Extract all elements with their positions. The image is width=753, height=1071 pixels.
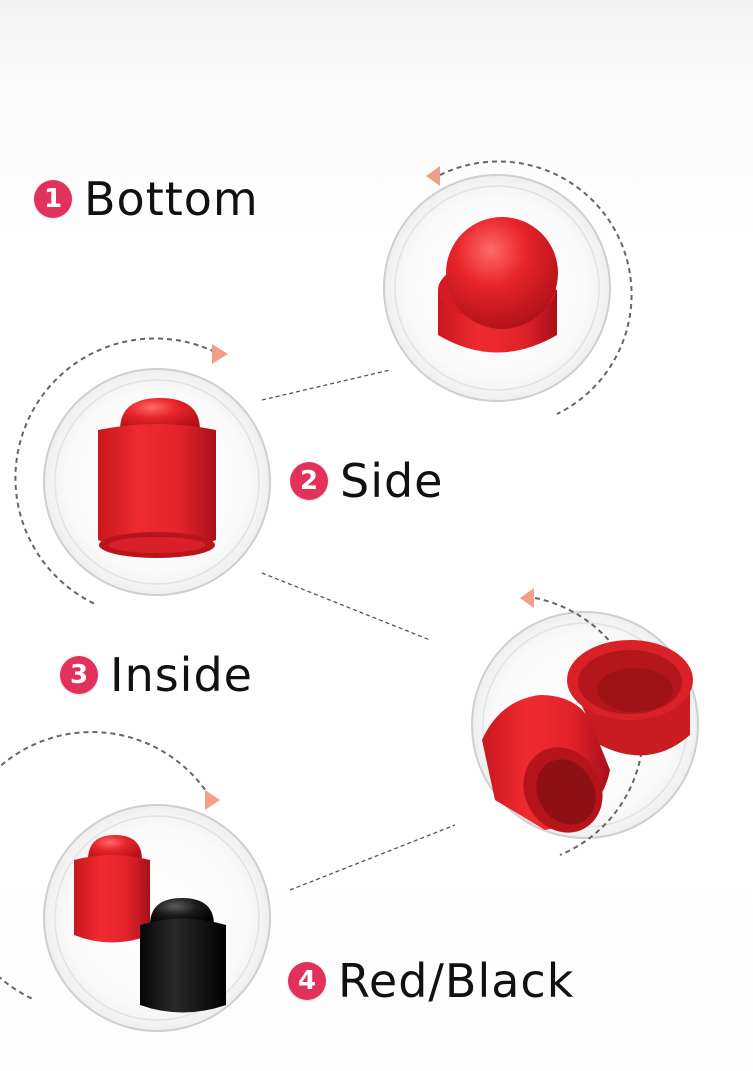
connector-line <box>289 824 456 891</box>
connector-line <box>261 572 431 641</box>
connector-line <box>261 369 391 401</box>
label-bottom: 1 Bottom <box>34 172 259 226</box>
label-text: Side <box>340 454 444 508</box>
label-text: Bottom <box>84 172 259 226</box>
number-badge: 3 <box>60 656 98 694</box>
label-inside: 3 Inside <box>60 648 253 702</box>
number-badge: 1 <box>34 180 72 218</box>
inside-view-photo <box>471 588 699 856</box>
bottom-view-photo <box>383 160 633 415</box>
number-badge: 2 <box>290 462 328 500</box>
red-black-photo <box>0 731 271 1032</box>
number-badge: 4 <box>288 962 326 1000</box>
side-view-photo <box>14 337 271 605</box>
label-red-black: 4 Red/Black <box>288 954 574 1008</box>
label-text: Red/Black <box>338 954 575 1008</box>
label-text: Inside <box>110 648 253 702</box>
label-side: 2 Side <box>290 454 443 508</box>
